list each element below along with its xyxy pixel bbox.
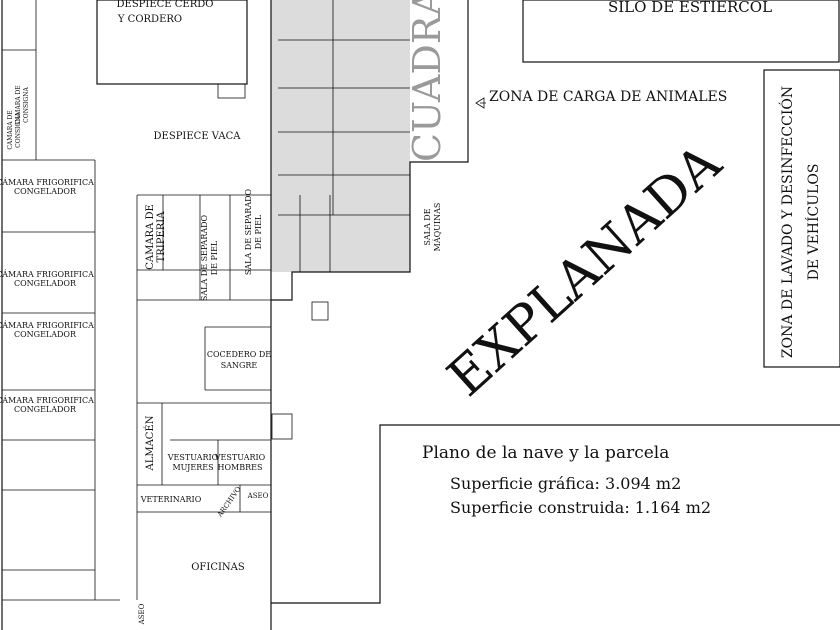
label-almacen: ALMACÉN bbox=[144, 415, 156, 471]
machine-room-area bbox=[300, 195, 408, 272]
label-vestuario-m-1: VESTUARIO bbox=[167, 453, 219, 462]
label-lavado-2: DE VEHÍCULOS bbox=[804, 164, 822, 281]
stairs-2 bbox=[311, 301, 329, 321]
label-congelador-3b: CONGELADOR bbox=[14, 330, 77, 339]
label-congelador-2b: CONGELADOR bbox=[14, 279, 77, 288]
label-congelador-1a: CÁMARA FRIGORIFICA bbox=[0, 178, 94, 187]
superficie-grafica: Superficie gráfica: 3.094 m2 bbox=[450, 474, 682, 493]
label-despiece-vaca: DESPIECE VACA bbox=[154, 131, 242, 142]
stall-walls bbox=[278, 0, 410, 272]
label-despiece-cerdo-1: DESPIECE CERDO bbox=[117, 0, 214, 10]
label-cocedero-1: COCEDERO DE bbox=[207, 350, 271, 359]
silo-box bbox=[522, 0, 840, 63]
plan-title: Plano de la nave y la parcela bbox=[422, 443, 670, 463]
label-aseo-2: ASEO bbox=[138, 603, 146, 625]
label-cuadra: CUADRA bbox=[405, 0, 449, 162]
label-vestuario-h-2: HOMBRES bbox=[218, 463, 263, 472]
label-triperia-1: CAMARA DE bbox=[145, 204, 156, 270]
label-separado-2b: DE PIEL bbox=[254, 214, 263, 249]
label-lavado-1: ZONA DE LAVADO Y DESINFECCIÓN bbox=[778, 86, 796, 358]
label-congelador-4b: CONGELADOR bbox=[14, 405, 77, 414]
stairs-1 bbox=[217, 83, 246, 99]
label-congelador-1b: CONGELADOR bbox=[14, 187, 77, 196]
label-congelador-2a: CÁMARA FRIGORIFICA bbox=[0, 270, 94, 279]
despiece-cerdo-room bbox=[96, 0, 248, 85]
label-consigna-2b: CONSIGNA bbox=[15, 112, 22, 148]
label-maquinas-2: MÁQUINAS bbox=[433, 203, 442, 252]
label-congelador-4a: CÁMARA FRIGORIFICA bbox=[0, 396, 94, 405]
label-archivo: ARCHIVO bbox=[215, 485, 242, 519]
superficie-construida: Superficie construida: 1.164 m2 bbox=[450, 498, 712, 517]
label-triperia-2: TRIPERIA bbox=[156, 211, 167, 263]
label-separado-2a: SALA DE SEPARADO bbox=[244, 188, 253, 275]
label-veterinario: VETERINARIO bbox=[140, 495, 202, 504]
label-silo: SILO DE ESTIERCOL bbox=[608, 0, 772, 16]
label-separado-1b: DE PIEL bbox=[210, 240, 219, 275]
label-consigna-2a: CAMARA DE bbox=[7, 110, 14, 149]
label-consigna-1a: CAMARA DE bbox=[15, 85, 22, 124]
stairs-3 bbox=[271, 413, 293, 440]
label-zona-carga: ZONA DE CARGA DE ANIMALES bbox=[489, 89, 727, 105]
label-maquinas-1: SALA DE bbox=[423, 208, 432, 245]
label-explanada: EXPLANADA bbox=[437, 132, 734, 408]
label-separado-1a: SALA DE SEPARADO bbox=[200, 214, 209, 301]
lavado-box bbox=[763, 69, 840, 368]
central-walls bbox=[136, 194, 271, 600]
label-oficinas: OFICINAS bbox=[191, 562, 245, 573]
left-walls bbox=[2, 0, 120, 601]
label-despiece-cerdo-2: Y CORDERO bbox=[117, 14, 182, 25]
label-cocedero-2: SANGRE bbox=[221, 361, 258, 370]
plan-info: Plano de la nave y la parcela Superficie… bbox=[422, 443, 711, 520]
label-aseo-1: ASEO bbox=[247, 492, 269, 500]
label-vestuario-h-1: VESTUARIO bbox=[214, 453, 266, 462]
label-consigna-1b: CONSIGNA bbox=[23, 87, 30, 123]
label-congelador-3a: CÁMARA FRIGORIFICA bbox=[0, 321, 94, 330]
label-vestuario-m-2: MUJERES bbox=[172, 463, 213, 472]
